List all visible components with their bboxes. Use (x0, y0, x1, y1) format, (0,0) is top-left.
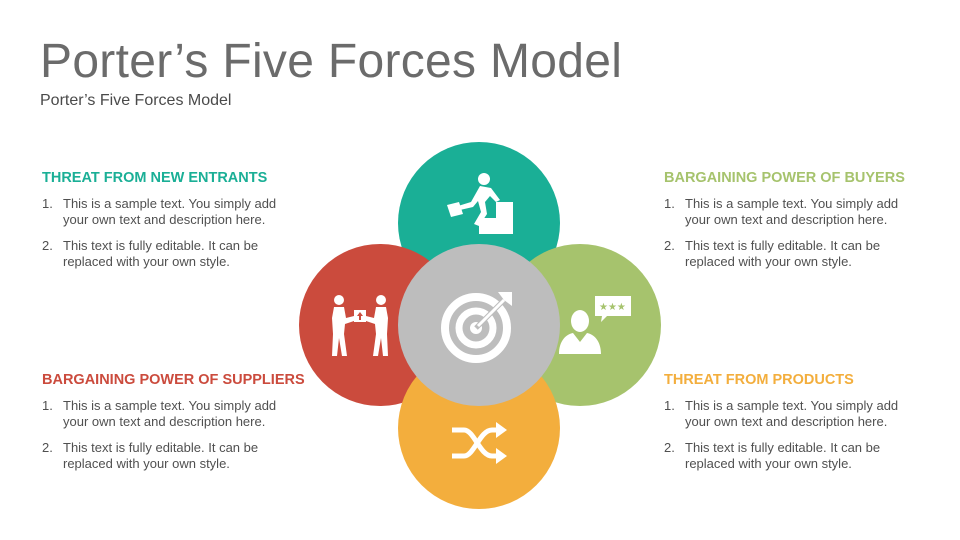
buyers-block: BARGAINING POWER OF BUYERS 1.This is a s… (664, 170, 924, 280)
new-entrants-list: 1.This is a sample text. You simply add … (42, 196, 302, 270)
list-item: 2.This text is fully editable. It can be… (664, 440, 881, 471)
products-list: 1.This is a sample text. You simply add … (664, 398, 924, 472)
list-item: 2.This text is fully editable. It can be… (42, 238, 259, 269)
page-title: Porter’s Five Forces Model (40, 35, 623, 88)
shuffle-arrows-icon (452, 422, 507, 464)
products-heading: THREAT FROM PRODUCTS (664, 372, 854, 388)
suppliers-list: 1.This is a sample text. You simply add … (42, 398, 302, 472)
buyers-list: 1.This is a sample text. You simply add … (664, 196, 924, 270)
stair-climber-icon (447, 173, 513, 234)
suppliers-block: BARGAINING POWER OF SUPPLIERS 1.This is … (42, 372, 305, 482)
suppliers-heading: BARGAINING POWER OF SUPPLIERS (42, 372, 305, 388)
target-icon (441, 292, 512, 363)
handshake-deal-icon (332, 295, 388, 356)
new-entrants-heading: THREAT FROM NEW ENTRANTS (42, 170, 268, 186)
buyers-heading: BARGAINING POWER OF BUYERS (664, 170, 905, 186)
page-subtitle: Porter’s Five Forces Model (40, 92, 232, 109)
list-item: 1.This is a sample text. You simply add … (42, 398, 277, 429)
products-block: THREAT FROM PRODUCTS 1.This is a sample … (664, 372, 924, 482)
svg-text:★★★: ★★★ (599, 302, 626, 313)
list-item: 1.This is a sample text. You simply add … (42, 196, 277, 227)
list-item: 1.This is a sample text. You simply add … (664, 196, 899, 227)
list-item: 2.This text is fully editable. It can be… (664, 238, 881, 269)
customer-review-icon: ★★★ (559, 296, 631, 354)
list-item: 1.This is a sample text. You simply add … (664, 398, 899, 429)
circle-center-target (398, 244, 560, 406)
new-entrants-block: THREAT FROM NEW ENTRANTS 1.This is a sam… (42, 170, 302, 280)
list-item: 2.This text is fully editable. It can be… (42, 440, 259, 471)
